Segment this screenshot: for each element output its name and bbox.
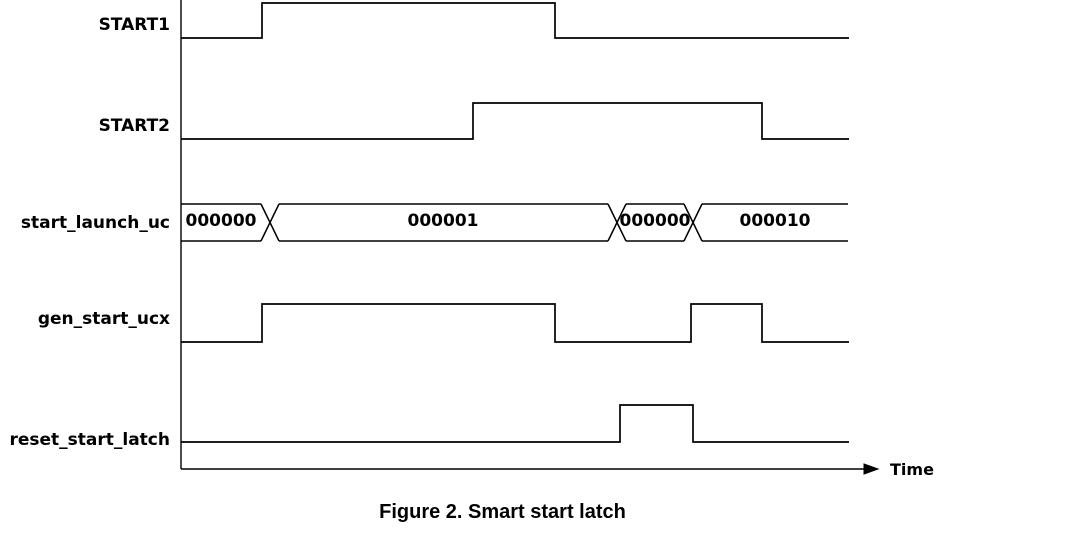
- signal-label-gen-start-ucx: gen_start_ucx: [37, 309, 170, 329]
- bus-value: 000000: [619, 211, 691, 231]
- waveform-reset_start_latch: [181, 404, 849, 443]
- bus-crossing: [260, 203, 280, 242]
- bus-value: 000001: [407, 211, 479, 231]
- signal-label-reset-start-latch: reset_start_latch: [9, 430, 170, 450]
- figure-caption: Figure 2. Smart start latch: [379, 501, 626, 523]
- signal-label-start2: START2: [98, 116, 170, 136]
- time-axis-arrowhead: [863, 463, 880, 475]
- signal-label-start-launch-uc: start_launch_uc: [20, 213, 170, 233]
- bus-crossing: [607, 203, 627, 242]
- signal-label-start1: START1: [98, 15, 170, 35]
- bus-value: 000010: [739, 211, 811, 231]
- waveform-START2: [181, 102, 849, 140]
- bus-crossing: [683, 203, 703, 242]
- time-axis-label: Time: [890, 460, 934, 479]
- waveform-START1: [181, 2, 849, 39]
- bus-value: 000000: [185, 211, 257, 231]
- waveform-gen_start_ucx: [181, 303, 849, 343]
